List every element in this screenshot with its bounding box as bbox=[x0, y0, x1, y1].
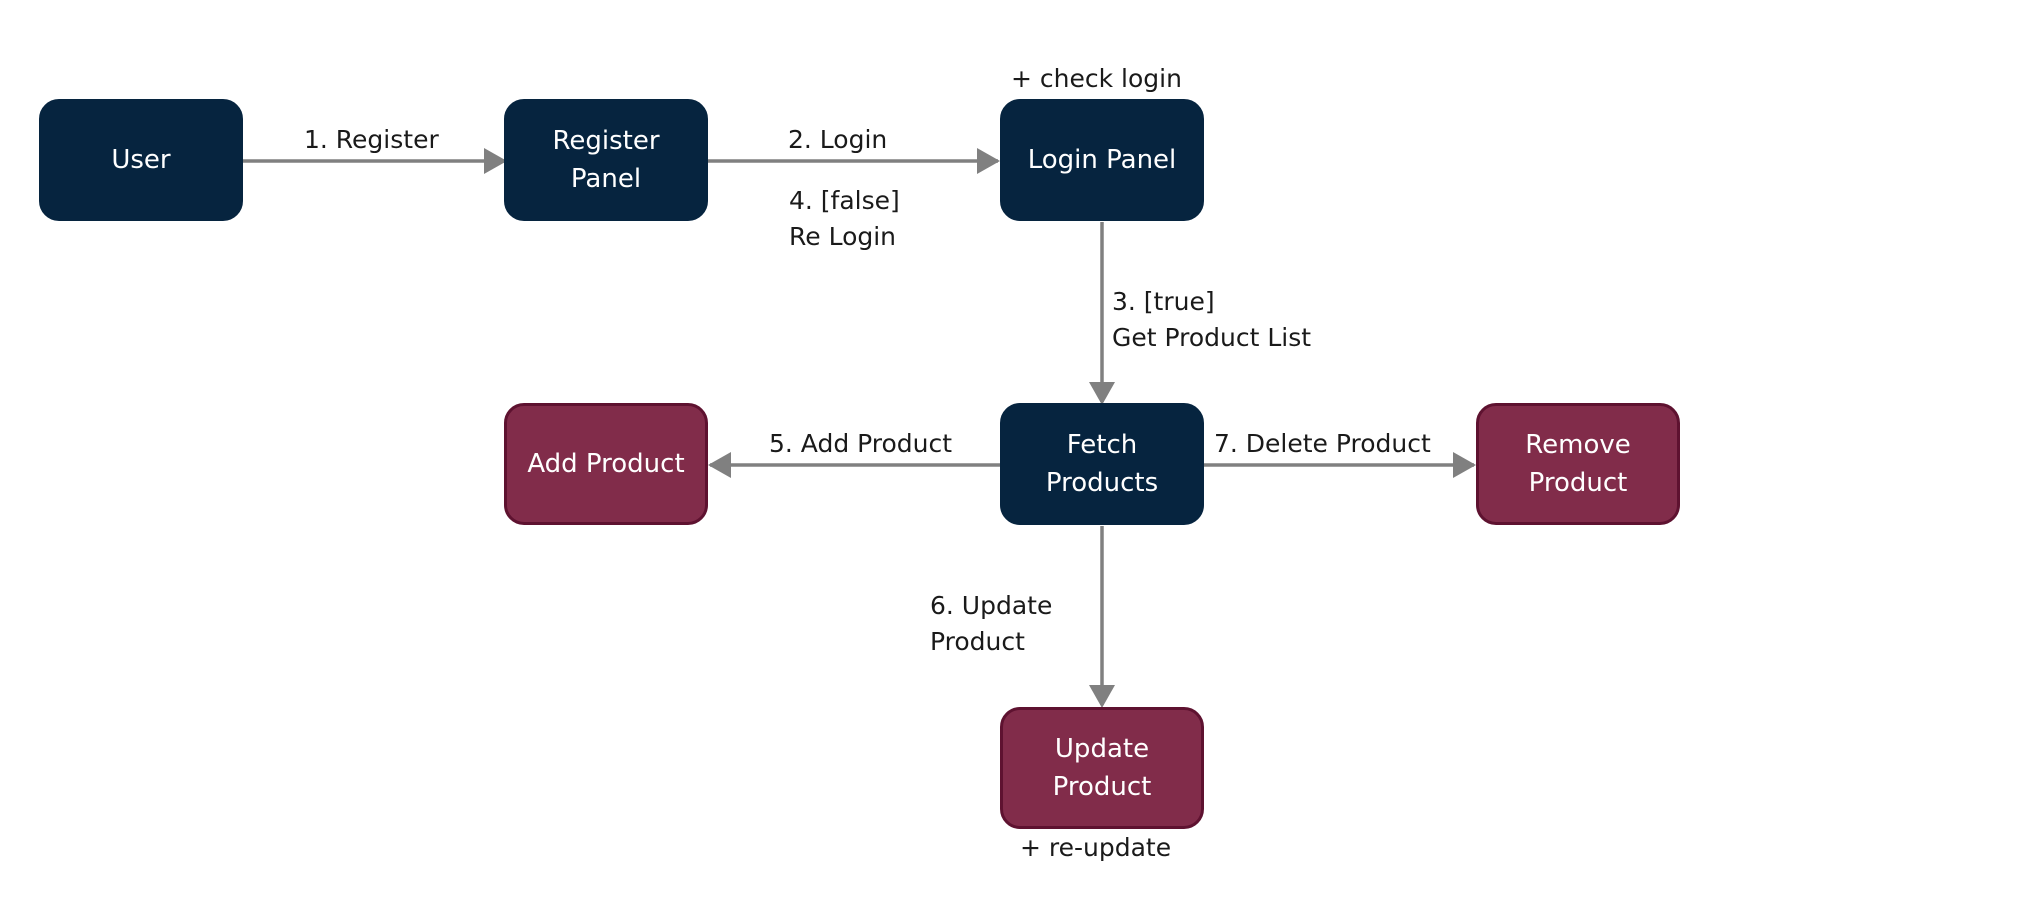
node-add-product-label: Add Product bbox=[527, 449, 685, 479]
edge-register-arrowhead bbox=[484, 148, 507, 174]
node-login-panel[interactable]: Login Panel bbox=[1000, 99, 1204, 221]
edge-label-update-product: 6. Update Product bbox=[930, 591, 1053, 656]
edge-label-register: 1. Register bbox=[304, 125, 439, 154]
node-login-panel-label: Login Panel bbox=[1027, 145, 1177, 175]
annotation-check-login: + check login bbox=[1011, 64, 1182, 93]
node-add-product[interactable]: Add Product bbox=[504, 403, 708, 525]
edge-label-true-get-list: 3. [true] Get Product List bbox=[1112, 287, 1312, 352]
node-fetch-products-label: Fetch Products bbox=[1045, 430, 1159, 498]
edge-label-add-product: 5. Add Product bbox=[769, 429, 953, 458]
node-user-label: User bbox=[111, 145, 171, 175]
node-update-product-label: Update Product bbox=[1052, 734, 1152, 802]
edge-delete-product-arrowhead bbox=[1453, 452, 1476, 478]
annotation-re-update: + re-update bbox=[1020, 833, 1172, 862]
node-register-panel[interactable]: Register Panel bbox=[504, 99, 708, 221]
node-remove-product-label: Remove Product bbox=[1525, 430, 1631, 498]
edge-update-product-arrowhead bbox=[1089, 685, 1115, 708]
node-register-panel-label: Register Panel bbox=[552, 126, 660, 194]
node-remove-product[interactable]: Remove Product bbox=[1476, 403, 1680, 525]
edge-label-delete-product: 7. Delete Product bbox=[1214, 429, 1431, 458]
node-fetch-products[interactable]: Fetch Products bbox=[1000, 403, 1204, 525]
node-user[interactable]: User bbox=[39, 99, 243, 221]
edge-true-get-list-arrowhead bbox=[1089, 382, 1115, 405]
node-update-product[interactable]: Update Product bbox=[1000, 707, 1204, 829]
edge-label-false-relogin: 4. [false] Re Login bbox=[789, 186, 900, 251]
edge-add-product-arrowhead bbox=[708, 452, 731, 478]
edge-label-login: 2. Login bbox=[788, 125, 888, 154]
edge-login-arrowhead bbox=[977, 148, 1000, 174]
